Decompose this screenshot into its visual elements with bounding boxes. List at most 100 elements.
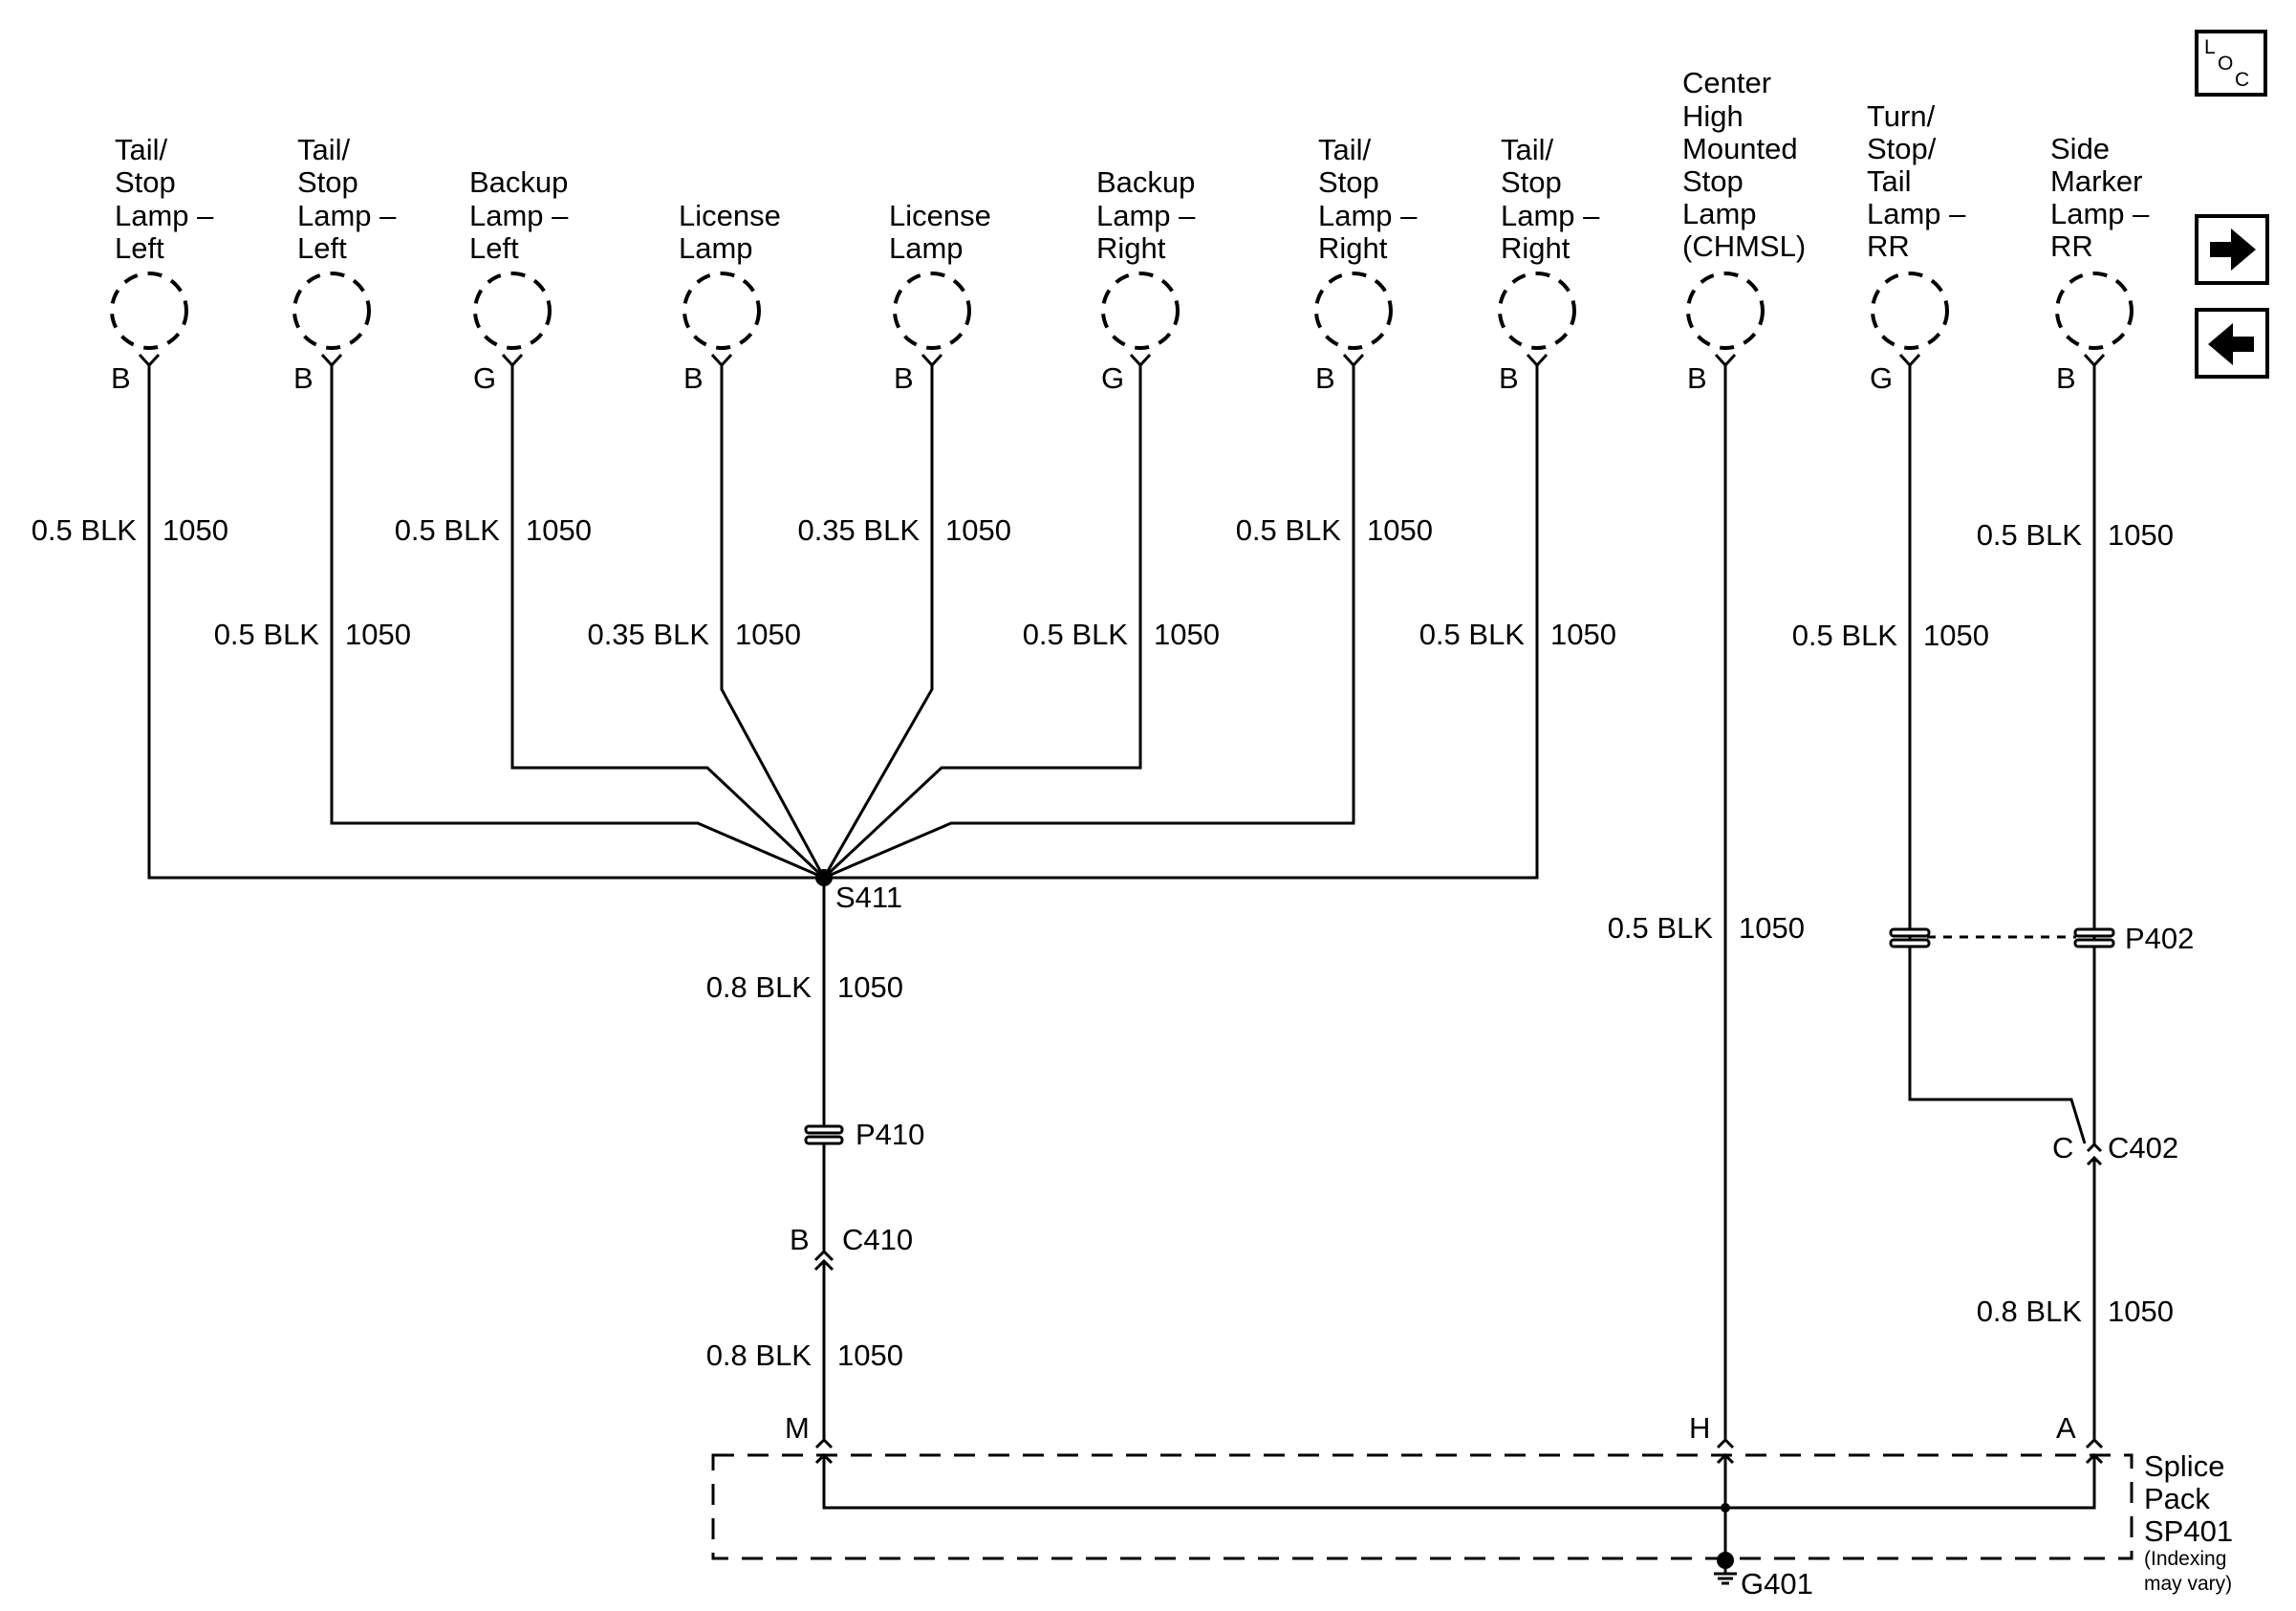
lamp-label-line: Stop (1682, 164, 1744, 198)
wire-backup-right (822, 365, 1142, 880)
lamp-label-line: Marker (2050, 164, 2142, 198)
lamp-label-line: Lamp (679, 231, 753, 265)
lamp-labels: Tail/ Stop Lamp – Left Tail/ Stop Lamp –… (115, 66, 2150, 265)
wire-gauge: 0.5 BLK (1419, 618, 1526, 651)
wire-gauge: 0.8 BLK (1977, 1295, 2083, 1328)
lamp-label-line: Mounted (1682, 132, 1798, 165)
lamp-label-line: Turn/ (1867, 99, 1936, 133)
lamp-label-line: (CHMSL) (1682, 229, 1806, 263)
lamp-label-chmsl: Center High Mounted Stop Lamp (CHMSL) (1682, 66, 1806, 263)
wire-circuit: 1050 (345, 618, 411, 651)
pin-letter: B (111, 361, 131, 395)
wire-gauge: 0.5 BLK (1792, 619, 1898, 652)
wires-left-group: S411 (147, 365, 1539, 914)
lamp-label-line: Side (2050, 132, 2110, 165)
lamp-label-line: RR (2050, 229, 2093, 263)
splice-pack-label: Pack (2144, 1482, 2210, 1515)
lamp-label-line: Lamp – (1501, 199, 1600, 232)
lamp-symbol (1101, 272, 1180, 350)
indexing-note: (Indexing (2144, 1548, 2226, 1570)
splice-pack-label: Splice (2144, 1449, 2224, 1483)
lamp-label-line: Center (1682, 66, 1771, 99)
pin-terminal (1342, 353, 1365, 368)
next-page-button[interactable] (2195, 214, 2269, 285)
lamp-label-line: Tail/ (1501, 133, 1554, 166)
wire-gauge: 0.5 BLK (1023, 618, 1129, 651)
connector-c410: B C410 (790, 1223, 913, 1272)
wire-circuit: 1050 (1367, 513, 1433, 547)
lamp-label-line: Lamp – (1318, 199, 1418, 232)
wire-gauge: 0.5 BLK (1608, 911, 1714, 945)
wire-gauge: 0.5 BLK (32, 513, 138, 547)
lamp-label-line: Lamp (889, 231, 964, 265)
lamp-label-line: Lamp – (1096, 199, 1196, 232)
lamp-symbol (473, 272, 552, 350)
pin-h-label: H (1689, 1411, 1710, 1445)
s411-to-splice-pack: 0.8 BLK 1050 P410 B C410 0.8 BLK 1050 (706, 878, 924, 1442)
splice-s411-label: S411 (835, 881, 902, 914)
wire-backup-left (510, 365, 826, 880)
lamp-label-line: Lamp – (2050, 197, 2150, 230)
location-icon[interactable]: L O C (2195, 30, 2267, 97)
lamp-symbol (2055, 272, 2134, 350)
wire-circuit: 1050 (2108, 518, 2174, 552)
lamp-label-backup-right: Backup Lamp – Right (1096, 165, 1196, 265)
previous-page-button[interactable] (2195, 308, 2269, 379)
left-arrow-icon (2208, 323, 2254, 365)
lamp-label-line: Backup (469, 165, 568, 199)
splice-pack-sp401: M H A Splice Pack SP401 (Indexing may va… (711, 1411, 2233, 1595)
rr-wires: P402 C C402 0.8 BLK 1050 (1889, 365, 2194, 1442)
lamp-label-line: Stop/ (1867, 132, 1937, 165)
lamp-label-line: Left (115, 231, 164, 265)
lamp-label-line: Lamp – (115, 199, 214, 232)
pin-letter: G (1101, 361, 1124, 395)
right-arrow-icon (2210, 229, 2256, 271)
lamp-label-line: Stop (297, 165, 358, 199)
lamp-label-line: Left (469, 231, 519, 265)
wire-gauge: 0.5 BLK (214, 618, 320, 651)
loc-c: C (2235, 69, 2249, 91)
ground-g401-label: G401 (1741, 1567, 1813, 1600)
terminal-a (2085, 1437, 2104, 1449)
lamp-label-line: Left (297, 231, 347, 265)
wire-license-2 (822, 365, 934, 879)
lamp-symbol (292, 272, 371, 350)
lamp-label-line: Lamp – (1867, 197, 1966, 230)
loc-o: O (2218, 53, 2233, 75)
lamp-symbol (1314, 272, 1393, 350)
pin-terminal (1714, 353, 1737, 368)
wire-gauge: 0.8 BLK (706, 1339, 812, 1372)
connector-p402-label: P402 (2125, 922, 2194, 955)
pin-letter: G (1870, 361, 1893, 395)
wire-gauge: 0.35 BLK (587, 618, 709, 651)
lamp-label-line: Tail/ (297, 133, 351, 166)
lamp-symbol (682, 272, 761, 350)
lamp-label-side-marker-rr: Side Marker Lamp – RR (2050, 132, 2150, 263)
lamp-label-line: Right (1096, 231, 1166, 265)
pin-letter: B (293, 361, 314, 395)
wire-circuit: 1050 (837, 970, 903, 1004)
lamp-label-line: Stop (1501, 165, 1562, 199)
pin-letter: B (1499, 361, 1519, 395)
lamp-label-line: License (889, 199, 991, 232)
lamp-symbol (1871, 272, 1949, 350)
connector-p410: P410 (804, 1118, 924, 1151)
wire-tail-stop-right-2 (824, 365, 1539, 880)
lamp-symbol (893, 272, 971, 350)
wire-labels-upper: 0.5 BLK 1050 0.5 BLK 1050 0.5 BLK 1050 0… (32, 513, 2174, 945)
wire-circuit: 1050 (1739, 911, 1805, 945)
wire-circuit: 1050 (526, 513, 592, 547)
pin-terminal (921, 353, 943, 368)
pin-terminal (2083, 353, 2106, 368)
pin-letter: B (1315, 361, 1335, 395)
wire-turn-stop-tail-rr (1908, 365, 2087, 1144)
pin-terminal (710, 353, 733, 368)
pin-terminal (1526, 353, 1549, 368)
lamp-label-license-1: License Lamp (679, 199, 781, 265)
lamp-symbol (1498, 272, 1576, 350)
wire-circuit: 1050 (735, 618, 801, 651)
pin-terminal (501, 353, 524, 368)
lamp-label-line: Tail/ (1318, 133, 1372, 166)
lamp-label-line: Lamp (1682, 197, 1757, 230)
lamp-label-line: Stop (1318, 165, 1379, 199)
